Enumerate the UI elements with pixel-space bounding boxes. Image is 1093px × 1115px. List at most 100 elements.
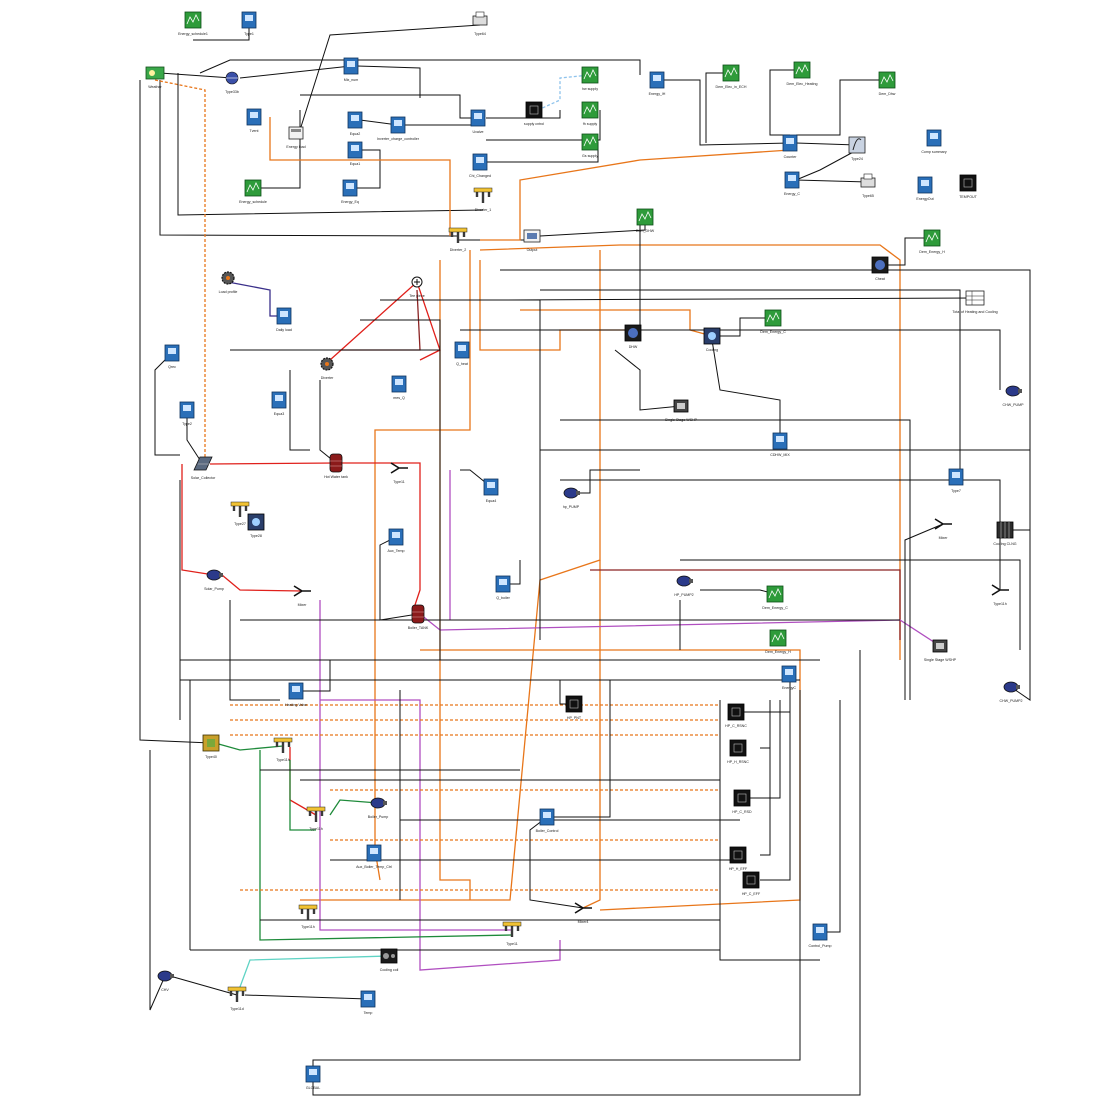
component-type28[interactable]: Type28 (247, 513, 265, 538)
component-boiler-pump[interactable]: Boiler_Pump (368, 797, 389, 819)
component-energy-c[interactable]: Energy_C (784, 171, 800, 196)
component-dem-energy-c2[interactable]: Dem_Energy_C (762, 585, 788, 610)
component-boiler-control[interactable]: Boiler_Control (536, 808, 559, 833)
component-type2[interactable]: Type2 (179, 401, 195, 426)
connection-line (680, 559, 1021, 650)
component-weather[interactable]: Weather (145, 66, 165, 89)
component-q-boiler[interactable]: Q_boiler (495, 575, 511, 600)
component-gs-supply[interactable]: Gs supply (581, 133, 599, 158)
component-heating-valve[interactable]: Heating Valve (285, 682, 307, 707)
component-tempout[interactable]: TEMPOUT (959, 174, 978, 199)
component-daily-load[interactable]: Daily load (276, 307, 292, 332)
component-type11[interactable]: Type11 (390, 462, 408, 484)
component-counter[interactable]: Counter (782, 134, 798, 159)
component-global[interactable]: GLOBAL (305, 1065, 321, 1090)
component-type24[interactable]: Type24 (848, 136, 866, 161)
component-cooling[interactable]: Cooling (703, 327, 721, 352)
component-single-stage[interactable]: Single Stage WSHP (665, 399, 698, 422)
component-diverter[interactable]: Diverter (320, 357, 334, 380)
component-aux-temp[interactable]: Aux_Temp (388, 528, 405, 553)
component-energy-load[interactable]: Energy load (286, 126, 306, 149)
component-temp[interactable]: Temp (360, 990, 376, 1015)
component-inverter[interactable]: Inverter_charge_controller (377, 116, 420, 141)
component-chw-pump[interactable]: CHW_PUMP (1003, 385, 1025, 407)
component-dhw[interactable]: DHW (624, 324, 642, 349)
component-comp-summary[interactable]: Comp summary (921, 129, 947, 154)
component-hp-pump2[interactable]: HP_PUMP2 (674, 575, 694, 597)
component-mixer-left[interactable]: Mixer (293, 585, 311, 607)
component-tee-piece[interactable]: Tee piece (409, 276, 425, 298)
component-q-heat[interactable]: Q_heat (454, 341, 470, 366)
component-load-profile[interactable]: Load profile (219, 271, 238, 294)
component-type11-c[interactable]: Type11h (298, 904, 318, 929)
component-type33[interactable]: Type33b (225, 71, 239, 94)
component-mes-q[interactable]: mes_Q (391, 375, 407, 400)
component-dem-elec-heating[interactable]: Dem_Elec_Heating (787, 61, 818, 86)
component-mixer4[interactable]: Mixer4 (574, 902, 592, 924)
connection-line (299, 24, 481, 131)
component-mixer-right[interactable]: Mixer (934, 518, 952, 540)
component-mix-num[interactable]: Mix_num (343, 57, 359, 82)
component-dem-energy-h[interactable]: Dem_Energy_H (919, 229, 945, 254)
component-typerc[interactable]: Type27 (230, 501, 250, 526)
component-cpu[interactable]: CHV (157, 970, 174, 992)
component-aux-boiler[interactable]: Aux_Boiler_Temp_Ctrl (356, 844, 392, 869)
component-dem-dhw[interactable]: Dem_Dhw (878, 71, 896, 96)
component-cheat[interactable]: Cheat (871, 256, 889, 281)
component-equa2[interactable]: Equa2 (347, 111, 363, 136)
component-fh-supply[interactable]: fh supply (581, 101, 599, 126)
component-supply-ctrl[interactable]: supply cntrol (524, 101, 544, 126)
component-energy-schedule[interactable]: Energy_schedule (239, 179, 267, 204)
component-type65[interactable]: Type65 (860, 173, 876, 198)
component-type7[interactable]: Type7 (948, 468, 964, 493)
component-cdhw-mixer[interactable]: CDHW_MIX (770, 432, 790, 457)
component-type1[interactable]: Type1 (241, 11, 257, 36)
component-total-hc[interactable]: Total of Heating and Cooling (952, 290, 998, 314)
component-hp-pnt[interactable]: HP_PNT (565, 695, 583, 720)
component-hp-c-eff[interactable]: HP_C_EFF (742, 871, 761, 896)
component-boiler-tank[interactable]: Boiler_TANK (408, 604, 429, 630)
component-energy-lh[interactable]: Energy_lH (649, 71, 666, 96)
component-single-stage2[interactable]: Single Stage WSHP (924, 639, 957, 662)
component-dhw-tank[interactable]: Hot Water tank (324, 453, 348, 479)
component-control-pump[interactable]: Control_Pump (809, 923, 832, 948)
component-dem-dhw2[interactable]: Dem_DHW (636, 208, 655, 233)
component-dem-energy-h2[interactable]: Dem_Energy_H (765, 629, 791, 654)
component-type11-e[interactable]: Type11d (227, 986, 247, 1011)
component-output[interactable]: Output (523, 229, 541, 252)
component-type11-right[interactable]: Type11h (991, 584, 1009, 606)
component-hp-h-rsnc[interactable]: HP_H_RSNC (727, 739, 749, 764)
collector-icon (193, 456, 213, 471)
component-solar-collector[interactable]: Solar_Collector (191, 456, 216, 480)
component-uvalve[interactable]: Uvalve (470, 109, 486, 134)
component-energy-out[interactable]: EnergyOut (916, 176, 934, 201)
component-hp-c-rsnc[interactable]: HP_C_RSNC (725, 703, 747, 728)
component-energy-schedule1[interactable]: Energy_schedule1 (178, 11, 208, 36)
component-cooling-coil[interactable]: Cooling CLNG (993, 521, 1017, 546)
component-type11-a[interactable]: Type11h (273, 737, 293, 762)
component-hw-supply[interactable]: hw supply (581, 66, 599, 91)
component-type64[interactable]: Type64 (472, 11, 488, 36)
component-equa3[interactable]: Equa3 (271, 391, 287, 416)
component-type40[interactable]: Type40 (202, 734, 220, 759)
component-type11-b[interactable]: Type11h (306, 806, 326, 831)
component-dem-energy-c[interactable]: Dem_Energy_C (760, 309, 786, 334)
component-solar-pump[interactable]: Solar_Pump (204, 569, 224, 591)
component-hp-c-rsd[interactable]: HP_C_RSD (732, 789, 752, 814)
component-hp-pump[interactable]: hp_PUMP (563, 487, 580, 509)
component-equa1[interactable]: Equa1 (347, 141, 363, 166)
component-tvent[interactable]: Tvent (246, 108, 262, 133)
component-qrec[interactable]: Qrec (164, 344, 180, 369)
integrator-icon (848, 136, 866, 154)
component-energy-eq[interactable]: Energy_Eq (341, 179, 359, 204)
component-diverter-2[interactable]: Diverter_2 (448, 227, 468, 252)
component-equa4[interactable]: Equa4 (483, 478, 499, 503)
component-chw-pump2[interactable]: CHW_PUMP2 (1000, 681, 1023, 703)
component-energy-c2[interactable]: EnergyC (781, 665, 797, 690)
component-type11-d[interactable]: Type11 (502, 921, 522, 946)
component-chi-changed[interactable]: Chi_Changed (469, 153, 491, 178)
component-dem-elec[interactable]: Dem_Elec_in_ECH (716, 64, 747, 89)
component-hp-h-eff[interactable]: HP_H_EFF (729, 846, 748, 871)
component-cooling-coil2[interactable]: Cooling coil (380, 948, 399, 972)
component-diverter-1[interactable]: Diverter_1 (473, 187, 493, 212)
